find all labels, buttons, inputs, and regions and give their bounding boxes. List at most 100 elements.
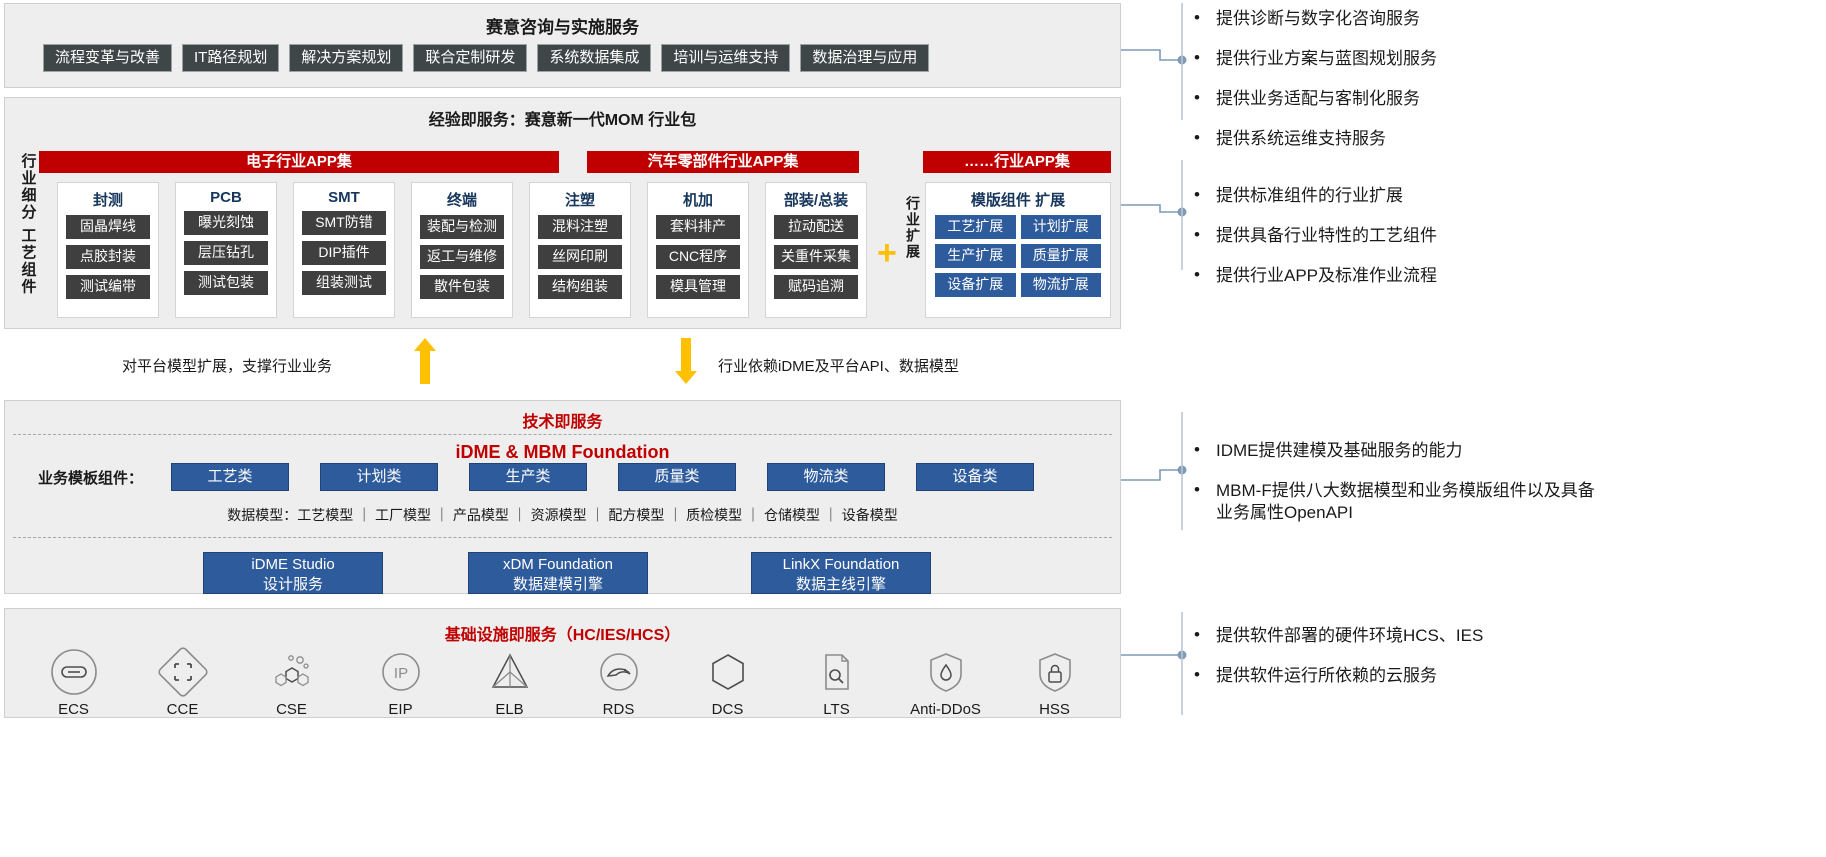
- process-item[interactable]: 测试包装: [184, 271, 268, 295]
- process-item[interactable]: 混料注塑: [538, 215, 622, 239]
- process-column-injection: 注塑 混料注塑 丝网印刷 结构组装: [529, 182, 631, 318]
- foundation-subtitle: 数据建模引擎: [512, 576, 603, 593]
- template-extension-item[interactable]: 质量扩展: [1020, 244, 1101, 268]
- callout-list: 提供软件部署的硬件环境HCS、IES 提供软件运行所依赖的云服务: [1190, 624, 1483, 687]
- app-band-other: ……行业APP集: [923, 151, 1111, 173]
- process-item[interactable]: 结构组装: [538, 275, 622, 299]
- process-item[interactable]: 赋码追溯: [774, 275, 858, 299]
- tech-title: 技术即服务: [522, 414, 603, 431]
- process-column-smt: SMT SMT防错 DIP插件 组装测试: [293, 182, 395, 318]
- process-item[interactable]: 关重件采集: [774, 245, 858, 269]
- service-antiddos[interactable]: Anti-DDoS: [896, 647, 996, 718]
- service-cse[interactable]: CSE: [242, 647, 342, 718]
- cse-icon: [274, 655, 309, 687]
- biz-pill-equipment[interactable]: 设备类: [916, 463, 1034, 491]
- template-extension-grid: 工艺扩展 计划扩展 生产扩展 质量扩展 设备扩展 物流扩展: [935, 215, 1101, 297]
- callout-item: 提供行业APP及标准作业流程: [1190, 264, 1437, 287]
- service-label: ELB: [495, 701, 524, 718]
- process-item[interactable]: DIP插件: [302, 241, 386, 265]
- biz-pill-plan[interactable]: 计划类: [320, 463, 438, 491]
- biz-pill-process[interactable]: 工艺类: [171, 463, 289, 491]
- process-column-head: 注塑: [564, 192, 595, 209]
- industry-process-vertical-label: 行业细分 工艺组件: [15, 128, 41, 320]
- arrow-down-label: 行业依赖iDME及平台API、数据模型: [718, 358, 959, 375]
- industry-extension-text: 行业扩展: [905, 196, 921, 260]
- consulting-chip[interactable]: 数据治理与应用: [800, 44, 930, 72]
- callout-item: MBM-F提供八大数据模型和业务模版组件以及具备业务属性OpenAPI: [1190, 479, 1610, 524]
- connector-lines: [1121, 3, 1187, 715]
- callout-item: 提供行业方案与蓝图规划服务: [1190, 47, 1437, 70]
- foundation-subtitle: 数据主线引擎: [795, 576, 886, 593]
- consulting-chip[interactable]: 培训与运维支持: [661, 44, 791, 72]
- rds-icon: [599, 653, 638, 691]
- process-item[interactable]: 拉动配送: [774, 215, 858, 239]
- process-item[interactable]: 组装测试: [302, 271, 386, 295]
- foundation-xdm[interactable]: xDM Foundation 数据建模引擎: [468, 552, 648, 594]
- process-item[interactable]: 套料排产: [656, 215, 740, 239]
- template-extension-item[interactable]: 设备扩展: [935, 273, 1016, 297]
- process-item[interactable]: 装配与检测: [420, 215, 504, 239]
- process-item[interactable]: 固晶焊线: [66, 215, 150, 239]
- plus-icon: +: [877, 234, 897, 272]
- template-extension-item[interactable]: 工艺扩展: [935, 215, 1016, 239]
- callout-consulting: 提供诊断与数字化咨询服务 提供行业方案与蓝图规划服务 提供业务适配与客制化服务 …: [1190, 7, 1437, 168]
- consulting-title: 赛意咨询与实施服务: [486, 18, 639, 37]
- mom-title: 经验即服务：赛意新一代MOM 行业包: [428, 112, 697, 129]
- foundation-linkx[interactable]: LinkX Foundation 数据主线引擎: [751, 552, 931, 594]
- callout-item: 提供软件运行所依赖的云服务: [1190, 664, 1483, 687]
- service-label: RDS: [602, 701, 635, 718]
- service-hss[interactable]: HSS: [1005, 647, 1105, 718]
- service-label: HSS: [1039, 701, 1070, 718]
- hss-icon: [1038, 653, 1071, 692]
- callout-list: 提供诊断与数字化咨询服务 提供行业方案与蓝图规划服务 提供业务适配与客制化服务 …: [1190, 7, 1437, 150]
- consulting-chip[interactable]: 解决方案规划: [289, 44, 404, 72]
- process-item[interactable]: 层压钻孔: [184, 241, 268, 265]
- callout-item: IDME提供建模及基础服务的能力: [1190, 439, 1610, 462]
- app-band-auto-parts: 汽车零部件行业APP集: [587, 151, 859, 173]
- template-extension-item[interactable]: 物流扩展: [1020, 273, 1101, 297]
- template-extension-item[interactable]: 生产扩展: [935, 244, 1016, 268]
- consulting-chip[interactable]: 系统数据集成: [537, 44, 652, 72]
- process-item[interactable]: CNC程序: [656, 245, 740, 269]
- antiddos-icon: [929, 653, 962, 692]
- tech-subtitle: iDME & MBM Foundation: [455, 442, 670, 462]
- industry-extension-label: 行业扩展: [903, 196, 923, 263]
- service-cce[interactable]: CCE: [133, 647, 233, 718]
- app-band-electronics: 电子行业APP集: [39, 151, 559, 173]
- consulting-section: 赛意咨询与实施服务 流程变革与改善 IT路径规划 解决方案规划 联合定制研发 系…: [4, 3, 1121, 88]
- consulting-chip[interactable]: 联合定制研发: [413, 44, 528, 72]
- elb-icon: [491, 653, 528, 688]
- process-item[interactable]: 散件包装: [420, 275, 504, 299]
- process-column-fengce: 封测 固晶焊线 点胶封装 测试编带: [57, 182, 159, 318]
- consulting-chip[interactable]: 流程变革与改善: [43, 44, 173, 72]
- biz-pill-quality[interactable]: 质量类: [618, 463, 736, 491]
- process-item[interactable]: 点胶封装: [66, 245, 150, 269]
- service-dcs[interactable]: DCS: [678, 647, 778, 718]
- process-item[interactable]: 曝光刻蚀: [184, 211, 268, 235]
- process-item[interactable]: 模具管理: [656, 275, 740, 299]
- process-item[interactable]: 丝网印刷: [538, 245, 622, 269]
- callout-item: 提供系统运维支持服务: [1190, 127, 1437, 150]
- process-item[interactable]: 返工与维修: [420, 245, 504, 269]
- foundation-title: iDME Studio: [251, 556, 335, 573]
- callout-item: 提供标准组件的行业扩展: [1190, 184, 1437, 207]
- lts-icon: [824, 654, 849, 690]
- process-column-head: PCB: [210, 189, 242, 206]
- biz-pill-logistics[interactable]: 物流类: [767, 463, 885, 491]
- process-item[interactable]: 测试编带: [66, 275, 150, 299]
- callout-item: 提供软件部署的硬件环境HCS、IES: [1190, 624, 1483, 647]
- callout-item: 提供具备行业特性的工艺组件: [1190, 224, 1437, 247]
- process-item[interactable]: SMT防错: [302, 211, 386, 235]
- template-extension-item[interactable]: 计划扩展: [1020, 215, 1101, 239]
- service-ecs[interactable]: ECS: [24, 647, 124, 718]
- service-lts[interactable]: LTS: [787, 647, 887, 718]
- service-eip[interactable]: IP EIP: [351, 647, 451, 718]
- service-elb[interactable]: ELB: [460, 647, 560, 718]
- foundation-idme-studio[interactable]: iDME Studio 设计服务: [203, 552, 383, 594]
- business-template-components-label: 业务模板组件：: [38, 470, 144, 487]
- consulting-chip[interactable]: IT路径规划: [182, 44, 280, 72]
- service-rds[interactable]: RDS: [569, 647, 669, 718]
- foundation-title: xDM Foundation: [502, 556, 614, 573]
- biz-pill-production[interactable]: 生产类: [469, 463, 587, 491]
